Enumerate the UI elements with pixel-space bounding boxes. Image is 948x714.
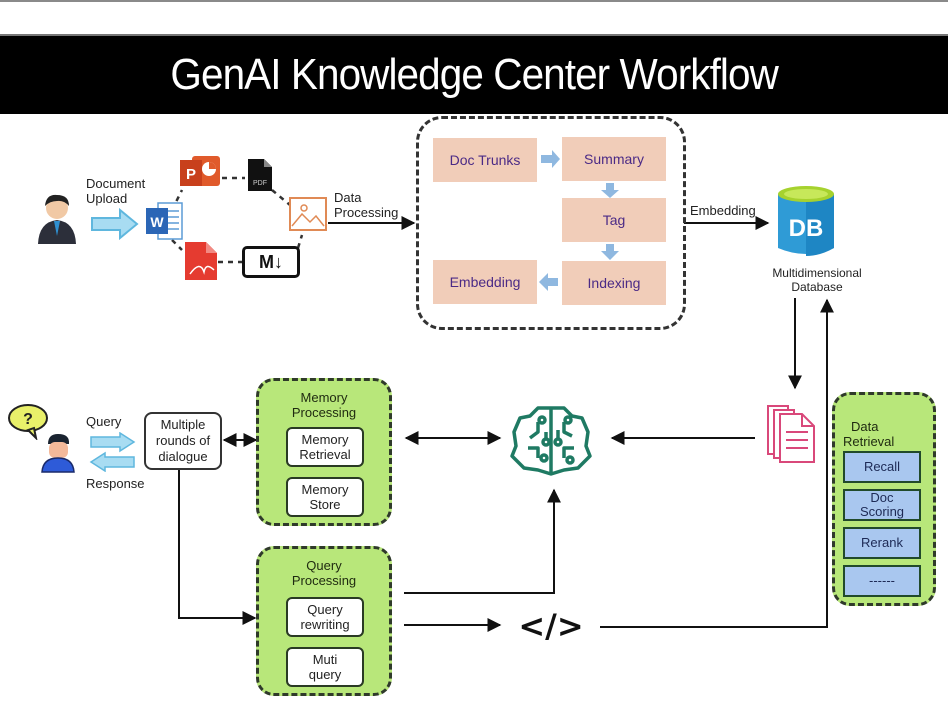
embedding-arrow-label: Embedding	[690, 203, 756, 218]
memory-processing-title-line2: Processing	[291, 405, 357, 420]
processing-pipeline-group	[416, 116, 686, 330]
processing-label-line2: Processing	[334, 205, 399, 220]
documents-icon	[767, 405, 815, 463]
query-processing-title-line2: Processing	[291, 573, 357, 588]
word-icon: W	[146, 202, 183, 240]
dialogue-query-arrow	[178, 470, 257, 625]
upload-arrow-icon	[91, 208, 139, 240]
memory-retrieval-line2: Retrieval	[299, 447, 351, 462]
query-processing-title: Query Processing	[259, 558, 389, 588]
upload-label-line1: Document	[86, 176, 146, 191]
memory-store-line2: Store	[309, 497, 341, 512]
multiple-rounds-dialogue-box: Multiple rounds of dialogue	[144, 412, 222, 470]
multi-query-line1: Muti	[312, 652, 338, 667]
code-icon: </>	[518, 607, 584, 645]
memory-retrieval-line1: Memory	[301, 432, 349, 447]
processing-label-line1: Data	[334, 190, 362, 205]
query-rewriting-line2: rewriting	[300, 617, 350, 632]
page-title: GenAI Knowledge Center Workflow	[170, 50, 778, 99]
more-steps-box: ------	[843, 565, 921, 597]
query-response-arrows-icon	[89, 432, 136, 472]
doc-scoring-line2: Scoring	[859, 504, 905, 519]
database-label-line1: Multidimensional	[772, 266, 862, 280]
markdown-icon-text: M↓	[259, 251, 283, 272]
uploader-user-icon	[38, 194, 76, 244]
image-file-icon	[289, 197, 327, 231]
data-retrieval-title-line1: Data	[851, 419, 879, 434]
step-summary: Summary	[562, 137, 666, 181]
memory-processing-title-line1: Memory	[300, 390, 348, 405]
step-doc-trunks: Doc Trunks	[433, 138, 537, 182]
step-indexing: Indexing	[562, 261, 666, 305]
query-user-icon	[41, 434, 75, 473]
acrobat-icon	[185, 242, 217, 280]
database-label: Multidimensional Database	[762, 266, 872, 294]
step-embedding: Embedding	[433, 260, 537, 304]
processing-label: Data Processing	[334, 190, 398, 220]
title-bar: GenAI Knowledge Center Workflow	[0, 34, 948, 114]
memory-processing-title: Memory Processing	[259, 390, 389, 420]
upload-label-line2: Upload	[86, 191, 128, 206]
data-retrieval-title-line2: Retrieval	[843, 434, 895, 449]
query-processing-title-line1: Query	[306, 558, 342, 573]
query-label: Query	[86, 414, 122, 429]
database-label-line2: Database	[791, 280, 843, 294]
pdf-icon: PDF	[248, 159, 272, 191]
ai-brain-icon	[510, 406, 592, 476]
recall-box: Recall	[843, 451, 921, 483]
svg-text:?: ?	[23, 411, 33, 428]
dialogue-line1: Multiple	[160, 417, 206, 432]
markdown-icon: M↓	[242, 246, 300, 278]
rerank-box: Rerank	[843, 527, 921, 559]
query-brain-arrow	[404, 488, 561, 594]
arrow-summary-tag	[601, 183, 619, 198]
arrow-trunks-summary	[541, 150, 560, 168]
upload-label: Document Upload	[86, 176, 145, 206]
response-label: Response	[86, 476, 145, 491]
top-border	[0, 0, 948, 2]
svg-text:W: W	[150, 214, 164, 230]
arrow-tag-indexing	[601, 244, 619, 260]
step-tag: Tag	[562, 198, 666, 242]
dialogue-line2: rounds of	[155, 433, 211, 448]
code-to-db-line	[600, 298, 834, 628]
svg-text:PDF: PDF	[253, 180, 267, 187]
doc-scoring-line1: Doc	[870, 490, 894, 505]
dialogue-line3: dialogue	[158, 449, 208, 464]
arrow-indexing-embedding	[539, 273, 558, 291]
data-retrieval-title: Data Retrieval	[841, 419, 894, 449]
memory-store-line1: Memory	[301, 482, 349, 497]
svg-text:DB: DB	[789, 215, 824, 242]
powerpoint-icon: P	[180, 156, 220, 186]
question-bubble-icon: ?	[8, 404, 48, 440]
svg-text:P: P	[186, 166, 196, 183]
database-icon: DB	[778, 186, 834, 256]
query-rewriting-line1: Query	[307, 602, 343, 617]
multi-query-line2: query	[308, 667, 342, 682]
